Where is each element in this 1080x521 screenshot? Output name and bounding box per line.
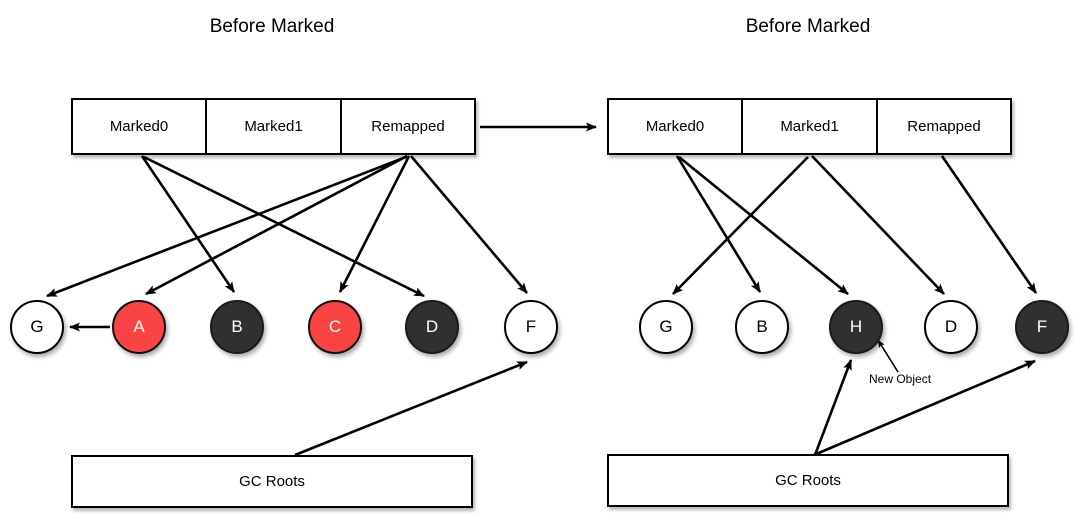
object-node-D-right[interactable]: D	[924, 300, 978, 354]
edge-r-marked0-to-H	[678, 155, 849, 296]
edge-gcroots-to-F-left	[294, 360, 528, 457]
edge-remapped-to-G	[46, 155, 407, 298]
object-node-B-right[interactable]: B	[735, 300, 789, 354]
gc-roots-box-left[interactable]: GC Roots	[71, 455, 473, 508]
object-node-label: G	[30, 317, 44, 336]
new-object-annotation: New Object	[869, 372, 932, 386]
object-node-B-left[interactable]: B	[210, 300, 264, 354]
object-node-label: B	[756, 317, 768, 336]
object-node-label: G	[659, 317, 673, 336]
phase-cell-marked1[interactable]: Marked1	[743, 100, 878, 153]
edge-remapped-to-C	[338, 155, 411, 293]
gc-roots-label: GC Roots	[239, 473, 305, 490]
object-node-H-right[interactable]: H	[829, 300, 883, 354]
object-node-G-left[interactable]: G	[10, 300, 64, 354]
gc-roots-box-right[interactable]: GC Roots	[607, 454, 1009, 507]
edge-remapped-to-F	[410, 155, 528, 294]
object-node-label: C	[328, 317, 342, 336]
phase-cell-marked1[interactable]: Marked1	[207, 100, 342, 153]
edge-r-marked1-to-G	[672, 156, 809, 295]
object-node-D-left[interactable]: D	[405, 300, 459, 354]
edge-r-remapped-to-F	[940, 155, 1038, 294]
edge-remapped-to-A	[145, 154, 408, 296]
phase-cell-remapped[interactable]: Remapped	[907, 118, 981, 135]
gc-roots-label: GC Roots	[775, 472, 841, 489]
phase-table-left: Marked0 Marked1 Remapped	[71, 98, 476, 155]
edge-r-marked0-to-B	[675, 155, 762, 293]
object-node-F-left[interactable]: F	[504, 300, 558, 354]
object-node-label: D	[944, 317, 958, 336]
object-node-C-left[interactable]: C	[308, 300, 362, 354]
edge-gcroots-to-F-right	[813, 359, 1036, 457]
edge-marked0-to-D	[143, 155, 425, 298]
new-object-pointer	[877, 339, 899, 373]
object-node-A-left[interactable]: A	[112, 300, 166, 354]
object-node-G-right[interactable]: G	[639, 300, 693, 354]
edge-marked0-to-B	[140, 155, 236, 293]
object-node-label: D	[425, 317, 439, 336]
edge-r-marked1-to-D	[811, 155, 945, 295]
panel-title-right: Before Marked	[745, 16, 871, 37]
object-node-label: H	[849, 317, 863, 336]
object-node-label: F	[1036, 317, 1048, 336]
object-node-label: A	[133, 317, 145, 336]
panel-title-left: Before Marked	[209, 16, 335, 37]
edge-gcroots-to-H	[813, 359, 853, 456]
phase-cell-marked0[interactable]: Marked0	[609, 100, 743, 153]
phase-table-right: Marked0 Marked1 Remapped	[607, 98, 1012, 155]
object-node-F-right[interactable]: F	[1015, 300, 1069, 354]
phase-cell-remapped[interactable]: Remapped	[371, 118, 445, 135]
phase-cell-marked0[interactable]: Marked0	[73, 100, 207, 153]
object-node-label: F	[525, 317, 537, 336]
object-node-label: B	[231, 317, 243, 336]
